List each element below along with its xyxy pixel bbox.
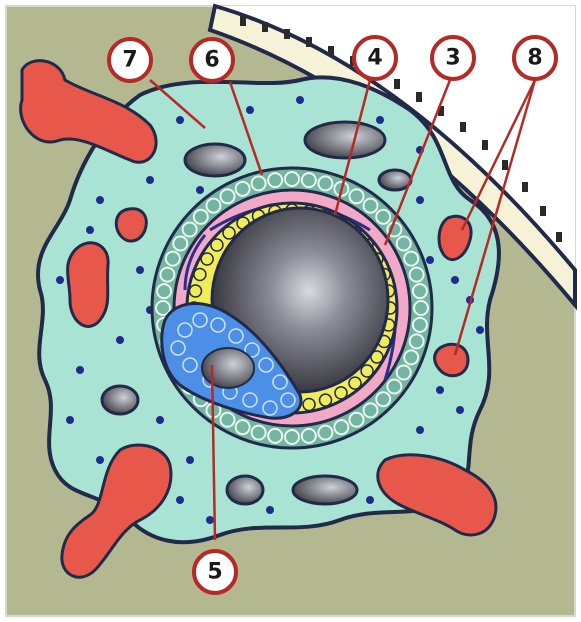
theca-cell xyxy=(300,172,317,189)
callout-6: 6 xyxy=(189,37,235,83)
theca-cell xyxy=(317,424,334,441)
theca-cell xyxy=(411,283,428,300)
theca-cell xyxy=(284,171,300,187)
theca-cell xyxy=(403,250,420,267)
leader-line-5 xyxy=(210,364,217,541)
granulosa-cell xyxy=(360,364,374,378)
theca-cell xyxy=(267,172,284,189)
theca-cell xyxy=(192,208,209,225)
granulosa-cell xyxy=(188,284,203,298)
blood-vessel xyxy=(19,59,158,164)
granulosa-cell xyxy=(334,386,348,400)
theca-cell xyxy=(219,411,236,428)
theca-cell xyxy=(181,221,198,238)
interstitial-cell xyxy=(100,384,140,416)
callout-label: 5 xyxy=(207,560,222,585)
theca-cell xyxy=(205,197,222,214)
theca-cell xyxy=(164,250,181,267)
oocyte xyxy=(201,347,255,389)
blood-vessel xyxy=(66,241,110,328)
theca-cells xyxy=(155,171,429,445)
theca-cell xyxy=(348,188,365,205)
granulosa-cell xyxy=(200,252,214,266)
theca-cell xyxy=(234,419,251,436)
callout-label: 8 xyxy=(527,46,542,71)
interstitial-cell xyxy=(225,474,265,506)
theca-cell xyxy=(317,175,334,192)
theca-cell xyxy=(348,411,365,428)
granulosa-cell xyxy=(318,393,333,407)
callout-7: 7 xyxy=(107,37,153,83)
blood-vessel xyxy=(433,342,470,378)
theca-cell xyxy=(333,419,350,436)
theca-cell xyxy=(250,175,267,192)
callout-3: 3 xyxy=(430,35,476,81)
theca-cell xyxy=(403,349,420,366)
blood-vessels xyxy=(19,59,498,579)
granulosa-cell xyxy=(222,226,236,240)
callout-label: 3 xyxy=(445,46,460,71)
leader-line-6 xyxy=(228,81,264,176)
theca-cell xyxy=(284,429,300,445)
granulosa-cell xyxy=(210,238,224,252)
callout-4: 4 xyxy=(352,35,398,81)
theca-cell xyxy=(386,378,403,395)
callout-5: 5 xyxy=(192,549,238,595)
granulosa-cell xyxy=(193,267,207,282)
theca-cell xyxy=(219,188,236,205)
theca-cell xyxy=(375,208,392,225)
theca-cell xyxy=(362,197,379,214)
leader-line-8a xyxy=(460,79,537,231)
theca-cell xyxy=(395,364,412,381)
interstitial-cell xyxy=(303,120,387,160)
outer-space xyxy=(215,6,575,270)
callout-label: 7 xyxy=(122,48,137,73)
callout-label: 6 xyxy=(204,48,219,73)
leader-line-3 xyxy=(383,79,452,246)
theca-cell xyxy=(413,300,429,316)
theca-cell xyxy=(159,266,176,283)
theca-cell xyxy=(234,180,251,197)
interstitial-cell xyxy=(377,168,413,192)
theca-cell xyxy=(300,427,317,444)
theca-cell xyxy=(250,424,267,441)
theca-cell xyxy=(267,427,284,444)
theca-cell xyxy=(362,402,379,419)
callout-label: 4 xyxy=(367,46,382,71)
theca-cell xyxy=(411,316,428,333)
blood-vessel xyxy=(114,207,148,243)
granulosa-cell xyxy=(302,397,316,412)
leader-lines xyxy=(149,79,537,541)
interstitial-cells xyxy=(100,120,413,506)
theca-cell xyxy=(375,391,392,408)
theca-cell xyxy=(408,266,425,283)
callout-8: 8 xyxy=(512,35,558,81)
interstitial-cell xyxy=(183,142,247,178)
theca-cell xyxy=(333,180,350,197)
blood-vessel xyxy=(376,453,498,537)
leader-line-7 xyxy=(149,79,206,129)
blood-vessel xyxy=(60,443,173,579)
theca-cell xyxy=(172,235,189,252)
granulosa-cell xyxy=(348,376,362,390)
theca-cell xyxy=(155,300,171,316)
leader-line-4 xyxy=(333,79,372,216)
theca-cell xyxy=(408,333,425,350)
theca-cell xyxy=(395,235,412,252)
theca-cell xyxy=(156,283,173,300)
leader-line-8b xyxy=(453,79,537,356)
interstitial-cell xyxy=(291,474,359,506)
